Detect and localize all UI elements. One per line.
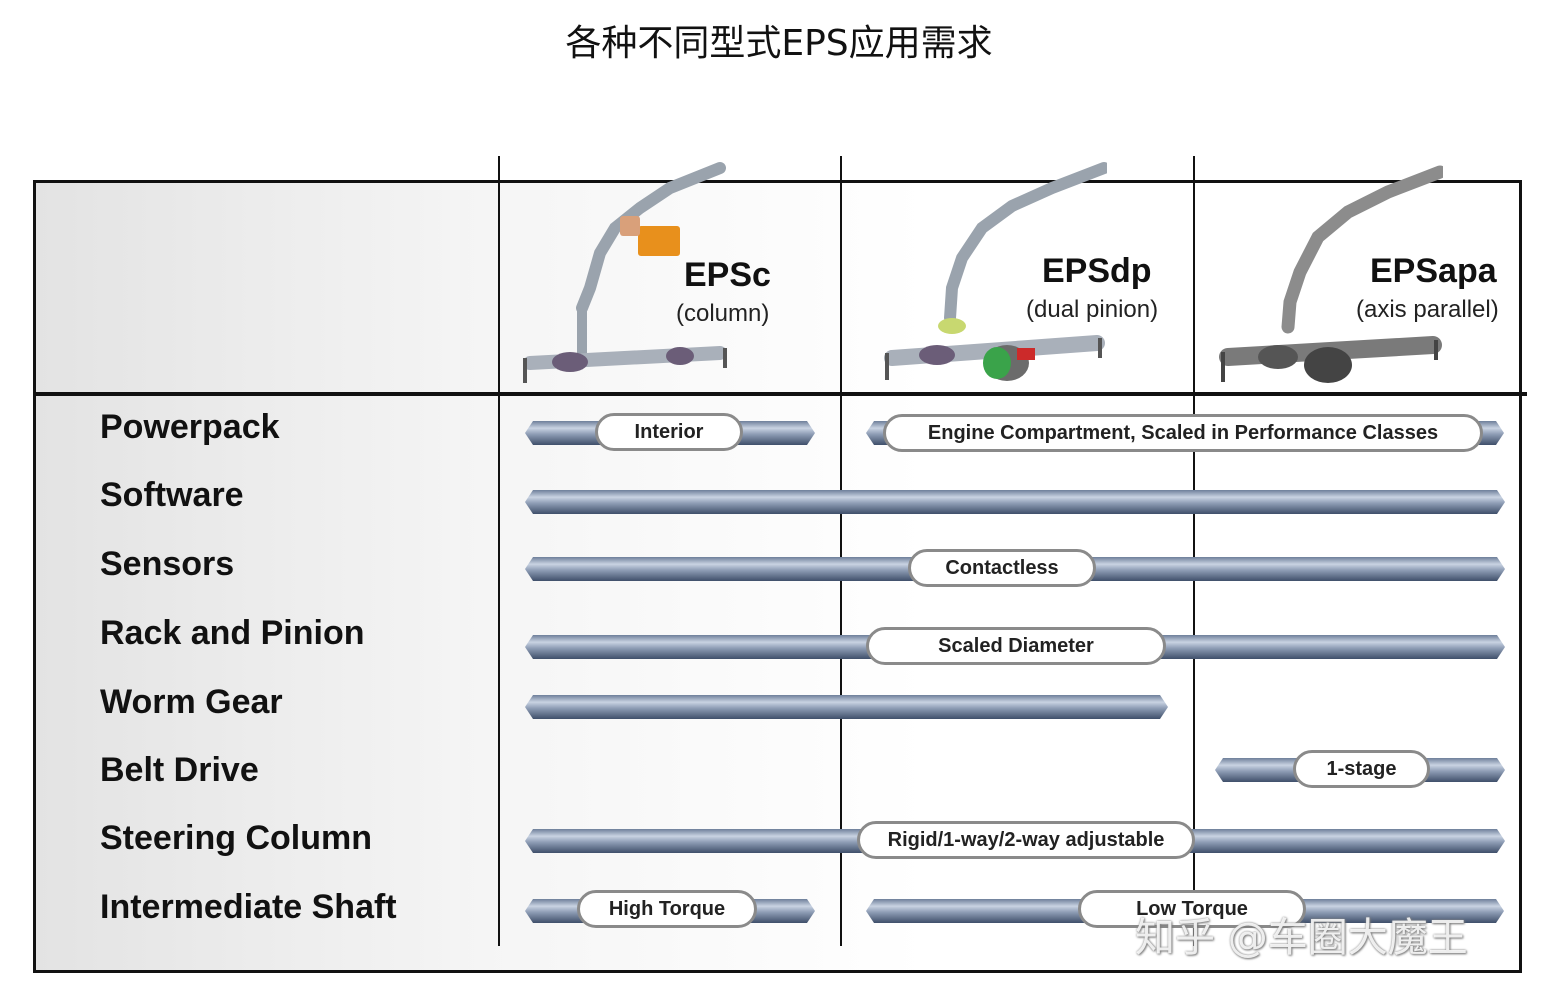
steering-system-column-icon [523, 162, 727, 383]
pill-contactless: Contactless [908, 549, 1096, 587]
pill-engine-compartment: Engine Compartment, Scaled in Performanc… [883, 414, 1483, 452]
column-subtitle-epsdp: (dual pinion) [1026, 296, 1159, 323]
pill-1-stage: 1-stage [1293, 750, 1430, 788]
column-divider-2 [840, 156, 842, 946]
steering-system-dual-pinion-icon [884, 162, 1107, 381]
bar-software [525, 490, 1505, 514]
watermark: 知乎 @车圈大魔王 [1135, 915, 1468, 961]
steering-system-axis-parallel-icon [1219, 165, 1443, 383]
bar-worm-gear [525, 695, 1168, 719]
pill-high-torque: High Torque [577, 890, 757, 928]
pill-rigid-adjustable: Rigid/1-way/2-way adjustable [857, 821, 1195, 859]
pill-low-torque: Low Torque [1078, 890, 1306, 928]
row-label-intermediate-shaft: Intermediate Shaft [100, 888, 397, 926]
column-divider-3 [1193, 156, 1195, 946]
column-title-epsc: EPSc [684, 256, 771, 294]
row-label-steering-column: Steering Column [100, 819, 373, 857]
column-subtitle-epsc: (column) [676, 300, 770, 327]
page-title: 各种不同型式EPS应用需求 [565, 23, 993, 64]
column-subtitle-epsapa: (axis parallel) [1356, 296, 1499, 323]
header-divider [33, 392, 1527, 396]
column-title-epsapa: EPSapa [1370, 252, 1497, 290]
row-label-powerpack: Powerpack [100, 408, 280, 446]
column-divider-1 [498, 156, 500, 946]
row-label-worm-gear: Worm Gear [100, 683, 283, 721]
row-label-belt-drive: Belt Drive [100, 751, 259, 789]
column-title-epsdp: EPSdp [1042, 252, 1152, 290]
row-label-rack-and-pinion: Rack and Pinion [100, 614, 365, 652]
row-label-sensors: Sensors [100, 545, 235, 583]
pill-scaled-diameter: Scaled Diameter [866, 627, 1166, 665]
pill-interior: Interior [595, 413, 743, 451]
row-label-software: Software [100, 476, 244, 514]
